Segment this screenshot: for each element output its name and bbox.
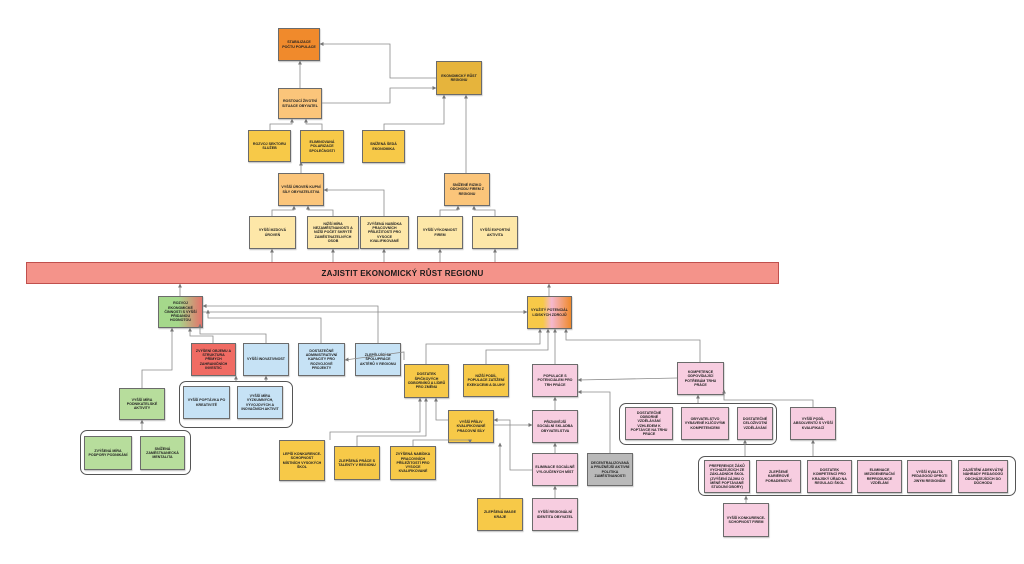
main-goal-banner: ZAJISTIT EKONOMICKÝ RŮST REGIONU bbox=[26, 262, 779, 284]
node-potencial[interactable]: VYUŽITÝ POTENCIÁL LIDSKÝCH ZDROJŮ bbox=[527, 296, 572, 329]
node-admin[interactable]: DOSTATEČNÉ ADMINISTRATIVNÍ KAPACITY PRO … bbox=[298, 343, 345, 376]
node-priliv[interactable]: VYŠŠÍ PŘÍLIV KVALIFIKOVANÉ PRACOVNÍ SÍLY bbox=[448, 410, 494, 443]
edge bbox=[141, 327, 174, 388]
node-polarizace[interactable]: ELIMINOVANÁ POLARIZACE SPOLEČNOSTI bbox=[300, 130, 344, 163]
node-mzdy[interactable]: VYŠŠÍ MZDOVÁ ÚROVEŇ bbox=[249, 216, 296, 249]
edge bbox=[319, 42, 436, 79]
node-image[interactable]: ZLEPŠENÁ IMAGE KRAJE bbox=[477, 498, 523, 531]
node-nezamestnanost[interactable]: NIŽŠÍ MÍRA NEZAMĚSTNANOSTI A NIŽŠÍ POČET… bbox=[307, 216, 359, 249]
edge bbox=[206, 309, 322, 343]
group-podnikani bbox=[80, 430, 191, 475]
node-dovednosti[interactable]: OBYVATELSTVO VYBAVENÉ KLÍČOVÝMI KOMPETEN… bbox=[681, 407, 729, 440]
edge bbox=[577, 390, 611, 453]
edge bbox=[202, 304, 379, 343]
node-nabidka-top[interactable]: ZVÝŠENÁ NABÍDKA PRACOVNÍCH PŘÍLEŽITOSTÍ … bbox=[360, 216, 409, 249]
node-decentralizace[interactable]: DECENTRALIZOVANÁ A PRUŽNĚJŠÍ AKTIVNÍ POL… bbox=[587, 453, 633, 486]
edge bbox=[269, 118, 294, 130]
node-absolventi[interactable]: VYŠŠÍ PODÍL ABSOLVENTŮ S VYŠŠÍ KVALIFIKA… bbox=[790, 407, 836, 440]
node-nahrada[interactable]: ZAJIŠTĚNÍ ADEKVÁTNÍ NÁHRADY PEDAGOGŮ ODC… bbox=[958, 460, 1008, 493]
edge bbox=[564, 328, 701, 362]
node-spoluprace[interactable]: ZLEPŠUJÍCÍ SE SPOLUPRÁCE AKTÉRŮ V REGION… bbox=[355, 343, 401, 376]
node-spickovi[interactable]: DOSTATEK ŠPIČKOVÝCH ODBORNÍKŮ A LÍDRŮ PR… bbox=[404, 364, 449, 398]
edge bbox=[304, 118, 323, 130]
node-celozivotni[interactable]: DOSTATEČNÉ CELOŽIVOTNÍ VZDĚLÁVÁNÍ bbox=[737, 407, 773, 440]
node-socialni[interactable]: PŘIZNIVĚJŠÍ SOCIÁLNÍ SKLADBA OBYVATELSTV… bbox=[532, 410, 578, 443]
edge bbox=[577, 377, 678, 382]
edge bbox=[322, 86, 437, 104]
edge bbox=[485, 328, 550, 364]
node-kreativita[interactable]: VYŠŠÍ POPTÁVKA PO KREATIVITĚ bbox=[183, 386, 230, 419]
node-prace-talenty[interactable]: ZLEPŠENÁ PRÁCE S TALENTY V REGIONU bbox=[334, 446, 380, 480]
node-nabidka-bottom[interactable]: ZVÝŠENÁ NABÍDKA PRACOVNÍCH PŘÍLEŽITOSTÍ … bbox=[390, 446, 436, 480]
node-kompetence[interactable]: KOMPETENCE ODPOVÍDAJÍCÍ POTŘEBÁM TRHU PR… bbox=[677, 362, 724, 395]
group-vzdelavani bbox=[619, 403, 777, 445]
group-inovace bbox=[179, 381, 293, 428]
node-investice[interactable]: ZVÝŠENÍ OBJEMU A STRUKTURA PŘÍMÝCH ZAHRA… bbox=[191, 343, 236, 376]
node-identita[interactable]: VYŠŠÍ REGIONÁLNÍ IDENTITA OBYVATEL bbox=[532, 498, 578, 531]
main-goal-text: ZAJISTIT EKONOMICKÝ RŮST REGIONU bbox=[321, 268, 484, 278]
node-stabilizace[interactable]: STABILIZACE POČTU POPULACE bbox=[278, 28, 320, 61]
node-sektor-sluzeb[interactable]: ROZVOJ SEKTORU SLUŽEB bbox=[248, 130, 291, 162]
edge bbox=[356, 397, 428, 446]
node-konkurence-firem[interactable]: VYŠŠÍ KONKURENCE-SCHOPNOST FIREM bbox=[723, 503, 769, 537]
node-vykonnost[interactable]: VYŠŠÍ VÝKONNOST FIREM bbox=[417, 216, 463, 249]
node-kupni-sila[interactable]: VYŠŠÍ ÚROVEŇ KUPNÍ SÍLY OBYVATELSTVA bbox=[278, 173, 324, 206]
edge bbox=[329, 397, 422, 440]
node-poradenstvi[interactable]: ZLEPŠENÉ KARIÉROVÉ PORADENSTVÍ bbox=[756, 460, 801, 493]
node-regulace[interactable]: DOSTATEK KOMPETENCÍ PRO KRAJSKÝ ÚŘAD NA … bbox=[807, 460, 852, 493]
edge bbox=[271, 205, 296, 216]
node-vyzkum[interactable]: VYŠŠÍ MÍRA VÝZKUMNÝCH, VÝVOJOVÝCH A INOV… bbox=[237, 386, 283, 419]
node-export[interactable]: VYŠŠÍ EXPORTNÍ AKTIVITA bbox=[472, 216, 518, 249]
edge bbox=[425, 328, 542, 364]
edge bbox=[306, 205, 334, 216]
node-podnikatelske[interactable]: VYŠŠÍ MÍRA PODNIKATELSKÉ AKTIVITY bbox=[119, 388, 165, 420]
edge bbox=[434, 397, 448, 421]
node-zivotni-situace[interactable]: ROSTOUCÍ ŽIVOTNÍ SITUACE OBYVATEL bbox=[278, 88, 322, 119]
node-populace-trh[interactable]: POPULACE S POTENCIÁLEM PRO TRH PRÁCE bbox=[532, 364, 578, 397]
node-inovativnost[interactable]: VYŠŠÍ INOVATIVNOST bbox=[243, 343, 289, 376]
node-mentalita[interactable]: SNÍŽENÁ ZAMĚSTNANECKÁ MENTALITA bbox=[140, 436, 185, 470]
edge bbox=[383, 94, 446, 130]
node-vzdelavani[interactable]: DOSTATEČNÉ ODBORNÉ VZDĚLÁVÁNÍ VZHLEDEM K… bbox=[625, 407, 673, 440]
node-rozvoj-oboru[interactable]: ROZVOJ EKONOMICKÉ ČINNOSTI S VYŠŠÍ PŘIDA… bbox=[158, 296, 203, 328]
edge bbox=[323, 188, 385, 216]
node-kvalita[interactable]: VYŠŠÍ KVALITA PEDAGOGŮ OPROTI JINÝM REGI… bbox=[907, 460, 952, 493]
node-konkurence-skol[interactable]: LEPŠÍ KONKURENCE-SCHOPNOST MÍSTNÍCH VYSO… bbox=[279, 440, 325, 481]
edge bbox=[439, 205, 460, 216]
node-nizsi-podil[interactable]: NIŽŠÍ PODÍL POPULACE ZATÍŽENÍ EXEKUCEMI … bbox=[463, 364, 509, 397]
node-vyloucene[interactable]: ELIMINACE SOCIÁLNĚ VYLOUČENÝCH MÍST bbox=[532, 453, 578, 486]
edge bbox=[198, 323, 267, 343]
edge bbox=[472, 205, 496, 216]
edge bbox=[493, 418, 532, 471]
node-ekonomicky-rust[interactable]: EKONOMICKÝ RŮST REGIONU bbox=[436, 61, 482, 95]
node-sedeekonomika[interactable]: SNÍŽENÁ ŠEDÁ EKONOMIKA bbox=[362, 130, 405, 163]
group-skolstvi bbox=[698, 456, 1016, 496]
node-riziko[interactable]: SNÍŽENÉ RIZIKO ODCHODU FIREM Z REGIONU bbox=[444, 173, 490, 206]
node-eliminace-vzd[interactable]: ELIMINACE MEZIGENERAČNÍ REPRODUKCE VZDĚL… bbox=[857, 460, 902, 493]
node-podpora[interactable]: ZVÝŠENÁ MÍRA PODPORY PODNIKÁNÍ bbox=[84, 436, 132, 470]
edge bbox=[188, 327, 214, 343]
node-preference[interactable]: PREFERENCE ŽÁKŮ VYCHÁZEJÍCÍCH ZE ZÁKLADN… bbox=[704, 460, 750, 493]
